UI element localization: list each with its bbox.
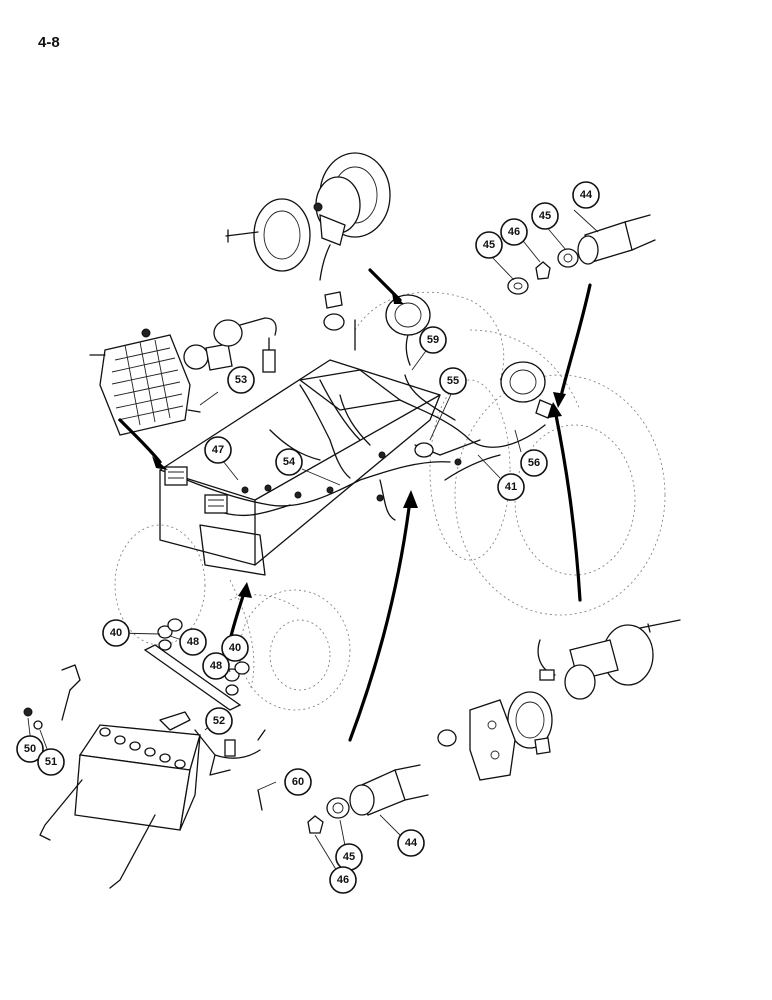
callout-label: 52 [213,715,225,727]
callout-56: 60 [284,768,312,796]
callout-59: 56 [520,449,548,477]
callout-label: 40 [110,627,122,639]
connector-55 [414,442,434,458]
bulb-and-socket [183,317,277,373]
callout-label: 53 [235,374,247,386]
callout-label: 45 [539,210,551,222]
callout-45-upper-left: 45 [475,231,503,259]
callout-label: 41 [505,481,517,493]
rear-fender-lamps [385,294,553,419]
callout-label: 55 [447,375,459,387]
callout-52: 52 [205,707,233,735]
battery [39,724,201,889]
callout-53: 53 [227,366,255,394]
callout-41: 41 [497,473,525,501]
callout-label: 46 [508,226,520,238]
rotary-switch-upper [507,214,656,295]
headlamp [89,328,201,436]
callout-label: 45 [343,851,355,863]
rotary-switch-lower [307,764,429,834]
callout-45-upper-right: 45 [531,202,559,230]
callout-47: 47 [204,436,232,464]
callout-label: 60 [292,776,304,788]
lamp-fasteners [323,291,356,351]
page-number: 4-8 [38,34,60,51]
battery-cables [23,664,266,811]
callout-label: 47 [212,444,224,456]
callout-44-upper: 44 [572,181,600,209]
callout-48-left: 48 [179,628,207,656]
callout-label: 44 [580,189,593,201]
callout-40-left: 40 [102,619,130,647]
callout-51: 51 [37,748,65,776]
callout-40-right: 40 [221,634,249,662]
callout-label: 50 [24,743,36,755]
callout-48-right: 48 [202,652,230,680]
callout-label: 45 [483,239,495,251]
callout-label: 54 [283,456,296,468]
callout-label: 44 [405,837,418,849]
callout-60: 59 [419,326,447,354]
front-lamp-connectors [164,466,228,514]
top-lamp-assembly [225,152,391,281]
callout-label: 56 [528,457,540,469]
callout-label: 59 [427,334,439,346]
callout-46-upper: 46 [500,218,528,246]
callout-50: 50 [16,735,44,763]
callout-label: 46 [337,874,349,886]
callout-46-lower: 46 [329,866,357,894]
callout-44-lower: 44 [397,829,425,857]
callout-label: 51 [45,756,57,768]
callout-label: 40 [229,642,241,654]
callout-54: 54 [275,448,303,476]
callout-label: 48 [210,660,222,672]
lower-lamp-assembly [437,619,681,781]
callout-45-lower: 45 [335,843,363,871]
callout-label: 48 [187,636,199,648]
battery-bracket [143,618,250,711]
callout-55: 55 [439,367,467,395]
